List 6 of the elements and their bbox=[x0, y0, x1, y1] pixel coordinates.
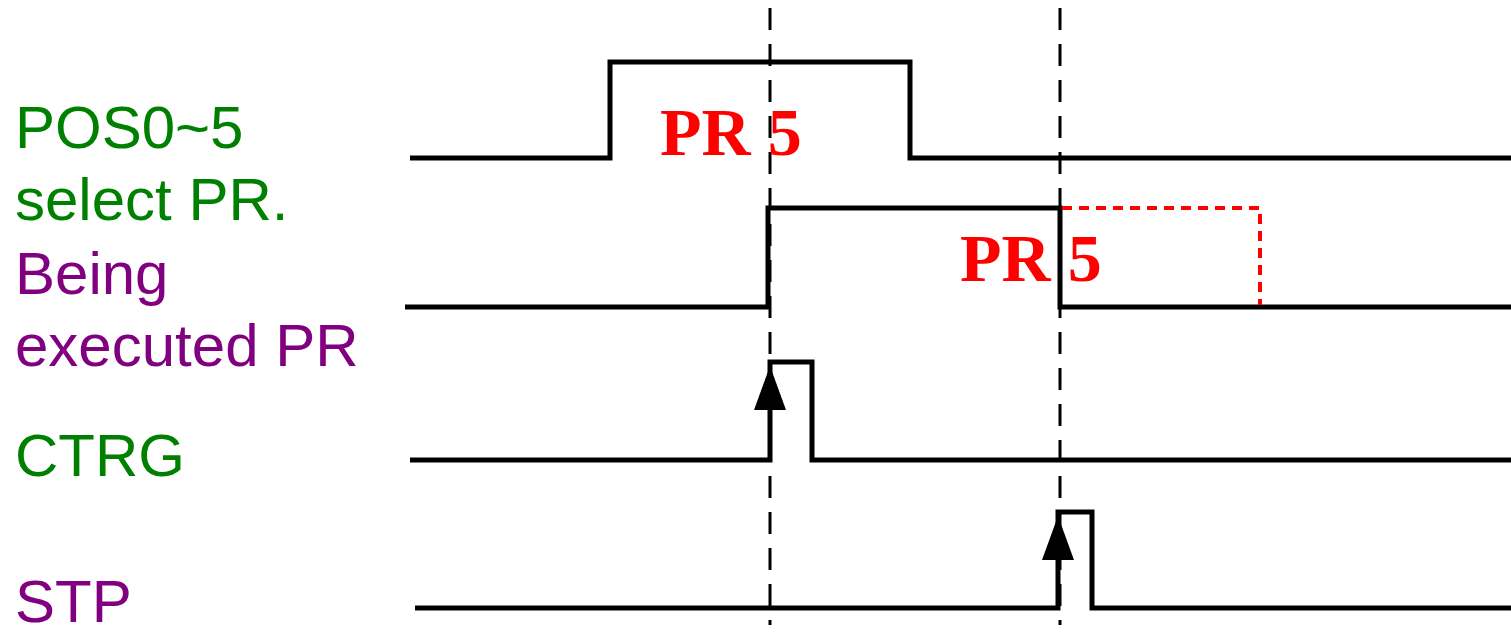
signal-name: CTRG bbox=[15, 421, 185, 491]
state-label: PR 5 bbox=[960, 219, 1102, 298]
state-label: PR 5 bbox=[660, 93, 802, 172]
signal-name: POS0~5 select PR. bbox=[15, 93, 290, 235]
signal-name: STP bbox=[15, 567, 132, 633]
signal-name: Being executed PR bbox=[15, 239, 360, 381]
